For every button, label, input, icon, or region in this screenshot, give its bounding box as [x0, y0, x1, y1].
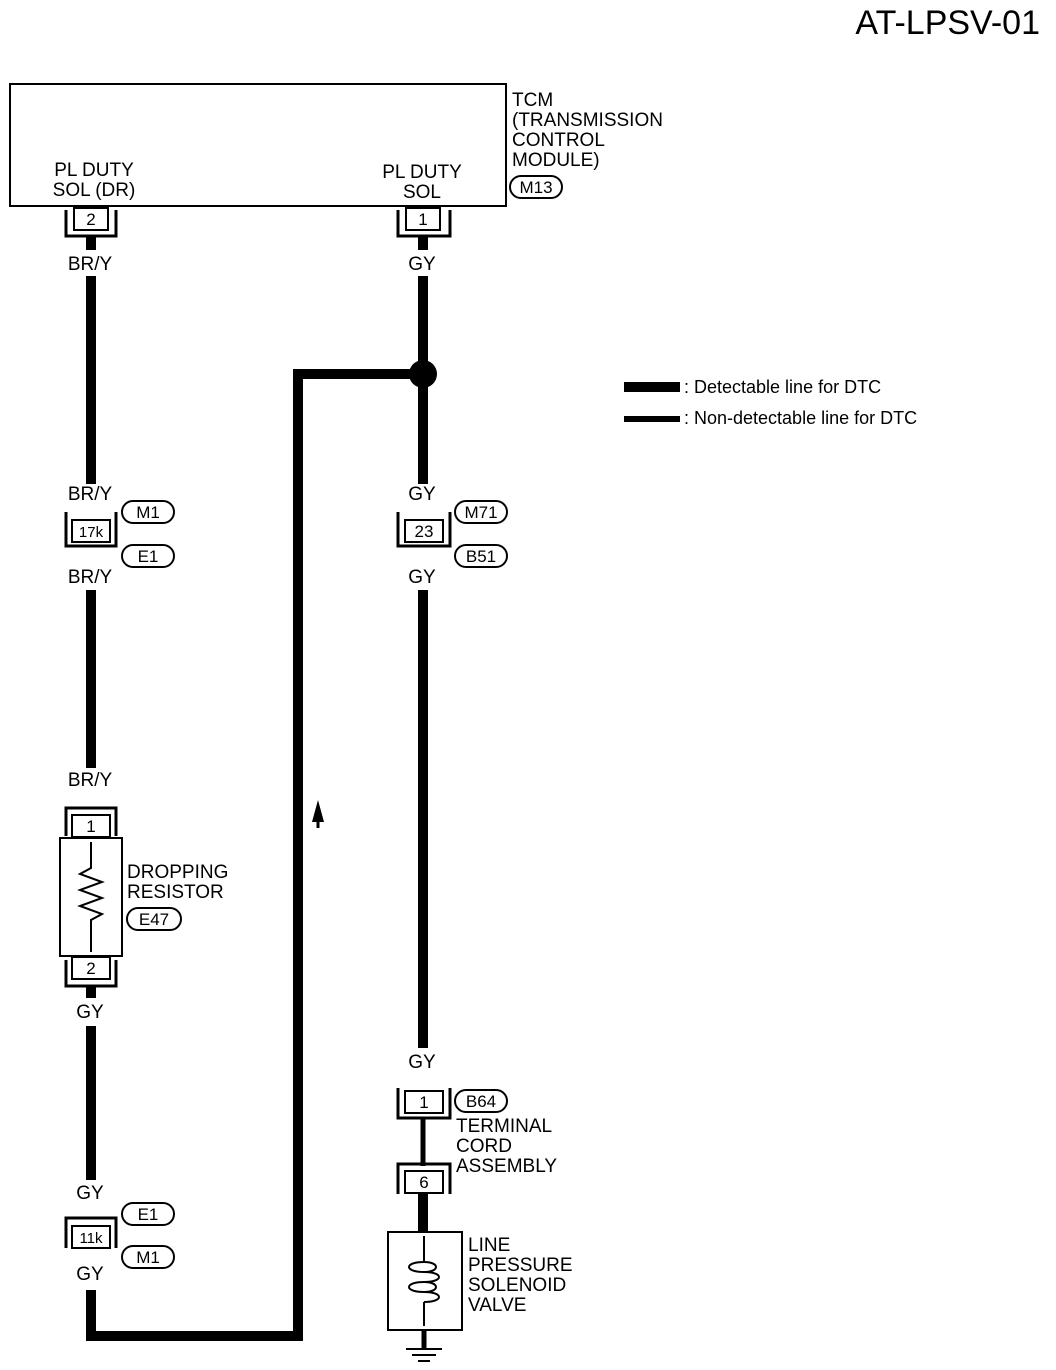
svg-text:M1: M1	[136, 503, 160, 522]
svg-text:B51: B51	[466, 547, 496, 566]
connector-badge-b51: B51	[454, 544, 508, 568]
tcm-terminal-dr-line-2: SOL (DR)	[53, 180, 136, 201]
wire-color-gy-right-1: GY	[408, 254, 436, 275]
terminal-cord-label-line-3: ASSEMBLY	[456, 1156, 557, 1177]
svg-text:M1: M1	[136, 1248, 160, 1267]
svg-text:1: 1	[86, 817, 95, 836]
wire-color-gy-right-2: GY	[408, 484, 436, 505]
tcm-name: TCM	[512, 90, 553, 111]
legend-non-detectable: : Non-detectable line for DTC	[684, 408, 917, 428]
svg-text:M13: M13	[519, 178, 552, 197]
connector-17k: 17k	[64, 512, 118, 548]
svg-text:17k: 17k	[79, 524, 104, 541]
tcm-terminal-sol-line-1: PL DUTY	[382, 162, 462, 183]
wire-color-bry-4: BR/Y	[68, 770, 113, 791]
connector-badge-e1-bottom: E1	[121, 1202, 175, 1226]
connector-23: 23	[396, 512, 452, 548]
tcm-pin-2: 2	[64, 207, 118, 238]
svg-text:E1: E1	[138, 1205, 159, 1224]
wire-color-gy-left-1: GY	[76, 1002, 104, 1023]
ground-icon	[406, 1330, 442, 1362]
svg-text:1: 1	[418, 210, 427, 229]
wire-color-gy-right-3: GY	[408, 567, 436, 588]
terminal-cord-label-line-2: CORD	[456, 1136, 512, 1157]
svg-text:M71: M71	[464, 503, 497, 522]
connector-badge-m1-bottom: M1	[121, 1245, 175, 1269]
diagram-id: AT-LPSV-01	[855, 4, 1040, 42]
svg-text:2: 2	[86, 959, 95, 978]
wire-color-bry-2: BR/Y	[68, 484, 113, 505]
tcm-pin-1: 1	[396, 207, 452, 238]
tcm-desc-line-3: MODULE)	[512, 150, 600, 171]
wire-gy-return	[86, 369, 423, 1341]
solenoid-label-line-3: SOLENOID	[468, 1275, 566, 1296]
svg-text:B64: B64	[466, 1092, 496, 1111]
tcm-terminal-sol-line-2: SOL	[403, 182, 441, 203]
connector-11k: 11k	[64, 1216, 118, 1249]
legend-detectable: : Detectable line for DTC	[684, 377, 881, 397]
svg-text:1: 1	[419, 1093, 428, 1112]
wire-color-gy-right-4: GY	[408, 1052, 436, 1073]
wire-color-bry-3: BR/Y	[68, 567, 113, 588]
svg-text:23: 23	[415, 522, 434, 541]
wire-color-gy-left-3: GY	[76, 1264, 104, 1285]
svg-text:E1: E1	[138, 547, 159, 566]
solenoid-label-line-4: VALVE	[468, 1295, 526, 1316]
tcm-desc-line-2: CONTROL	[512, 130, 605, 151]
dropping-resistor: 1 2	[59, 806, 123, 988]
splice-point	[409, 360, 437, 388]
solenoid-valve	[387, 1231, 463, 1331]
solenoid-label-line-2: PRESSURE	[468, 1255, 573, 1276]
tcm-terminal-dr-line-1: PL DUTY	[54, 160, 134, 181]
terminal-cord-pin-6: 6	[396, 1162, 452, 1194]
resistor-label-line-2: RESISTOR	[127, 882, 224, 903]
connector-badge-e47: E47	[126, 907, 182, 931]
connector-badge-m1-top: M1	[121, 500, 175, 524]
svg-text:6: 6	[419, 1173, 428, 1192]
wire-color-gy-left-2: GY	[76, 1183, 104, 1204]
svg-text:E47: E47	[139, 910, 169, 929]
solenoid-label-line-1: LINE	[468, 1235, 510, 1256]
connector-badge-m71: M71	[454, 500, 508, 524]
connector-b64: 1	[396, 1088, 452, 1120]
svg-text:11k: 11k	[79, 1230, 103, 1247]
connector-badge-m13: M13	[509, 175, 563, 199]
tcm-desc-line-1: (TRANSMISSION	[512, 110, 663, 131]
connector-badge-b64: B64	[454, 1089, 508, 1113]
tcm-box	[9, 83, 507, 207]
wire-color-bry-1: BR/Y	[68, 254, 113, 275]
terminal-cord-label-line-1: TERMINAL	[456, 1116, 552, 1137]
connector-badge-e1-top: E1	[121, 544, 175, 568]
arrow-up-icon	[312, 800, 324, 822]
resistor-label-line-1: DROPPING	[127, 862, 228, 883]
svg-text:2: 2	[86, 210, 95, 229]
